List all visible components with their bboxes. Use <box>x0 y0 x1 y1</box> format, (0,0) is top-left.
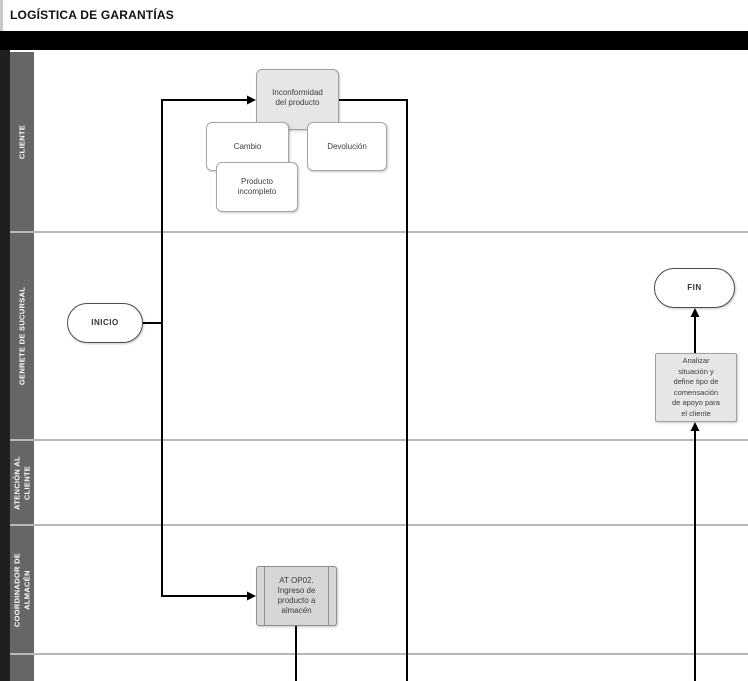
header-black-bar <box>0 31 748 50</box>
arrowhead-into-at-op02 <box>247 591 256 601</box>
arrowhead-into-analizar <box>690 422 700 431</box>
lane-strip-partial-bottom <box>10 654 34 681</box>
node-label: AT OP02. Ingreso de producto a almacén <box>277 576 316 615</box>
node-label: Inconformidad del producto <box>272 88 323 107</box>
arrowhead-into-fin <box>690 308 700 317</box>
lane-divider <box>10 231 748 233</box>
lane-strip-atencion-al-cliente: ATENCIÓN AL CLIENTE <box>10 440 34 525</box>
node-producto-incompleto[interactable]: Producto incompleto <box>216 162 298 212</box>
lane-divider <box>10 653 748 655</box>
node-inicio-terminator[interactable]: INICIO <box>67 303 143 343</box>
lane-strip-coordinador-de-almacen: COORDINADOR DE ALMACÉN <box>10 525 34 654</box>
subprocess-stripe-left <box>264 567 265 625</box>
subprocess-stripe-right <box>328 567 329 625</box>
lane-strip-genrete-de-sucursal: GENRETE DE SUCURSAL <box>10 232 34 440</box>
node-devolucion[interactable]: Devolución <box>307 122 387 171</box>
frame-left-column <box>0 50 10 681</box>
node-label: Devolución <box>327 141 367 151</box>
edge-trunk-bracket <box>161 99 248 597</box>
node-label: FIN <box>687 283 702 292</box>
lane-divider <box>10 524 748 526</box>
node-label: Cambio <box>233 141 262 151</box>
left-margin-sliver <box>0 0 3 31</box>
node-at-op02-subprocess[interactable]: AT OP02. Ingreso de producto a almacén <box>256 566 337 626</box>
node-label: Analizar situación y define tipo de come… <box>672 356 720 418</box>
node-fin-terminator[interactable]: FIN <box>654 268 735 308</box>
lane-divider <box>10 439 748 441</box>
node-label: Producto incompleto <box>237 177 277 196</box>
node-analizar-situacion[interactable]: Analizar situación y define tipo de come… <box>655 353 737 422</box>
diagram-title: LOGÍSTICA DE GARANTÍAS <box>10 8 174 22</box>
node-inconformidad-del-producto[interactable]: Inconformidad del producto <box>256 69 339 130</box>
lane-strip-cliente: CLIENTE <box>10 52 34 232</box>
arrowhead-into-inconformidad <box>247 95 256 105</box>
edge-inconformidad-down <box>339 99 408 681</box>
node-label: INICIO <box>91 318 119 327</box>
